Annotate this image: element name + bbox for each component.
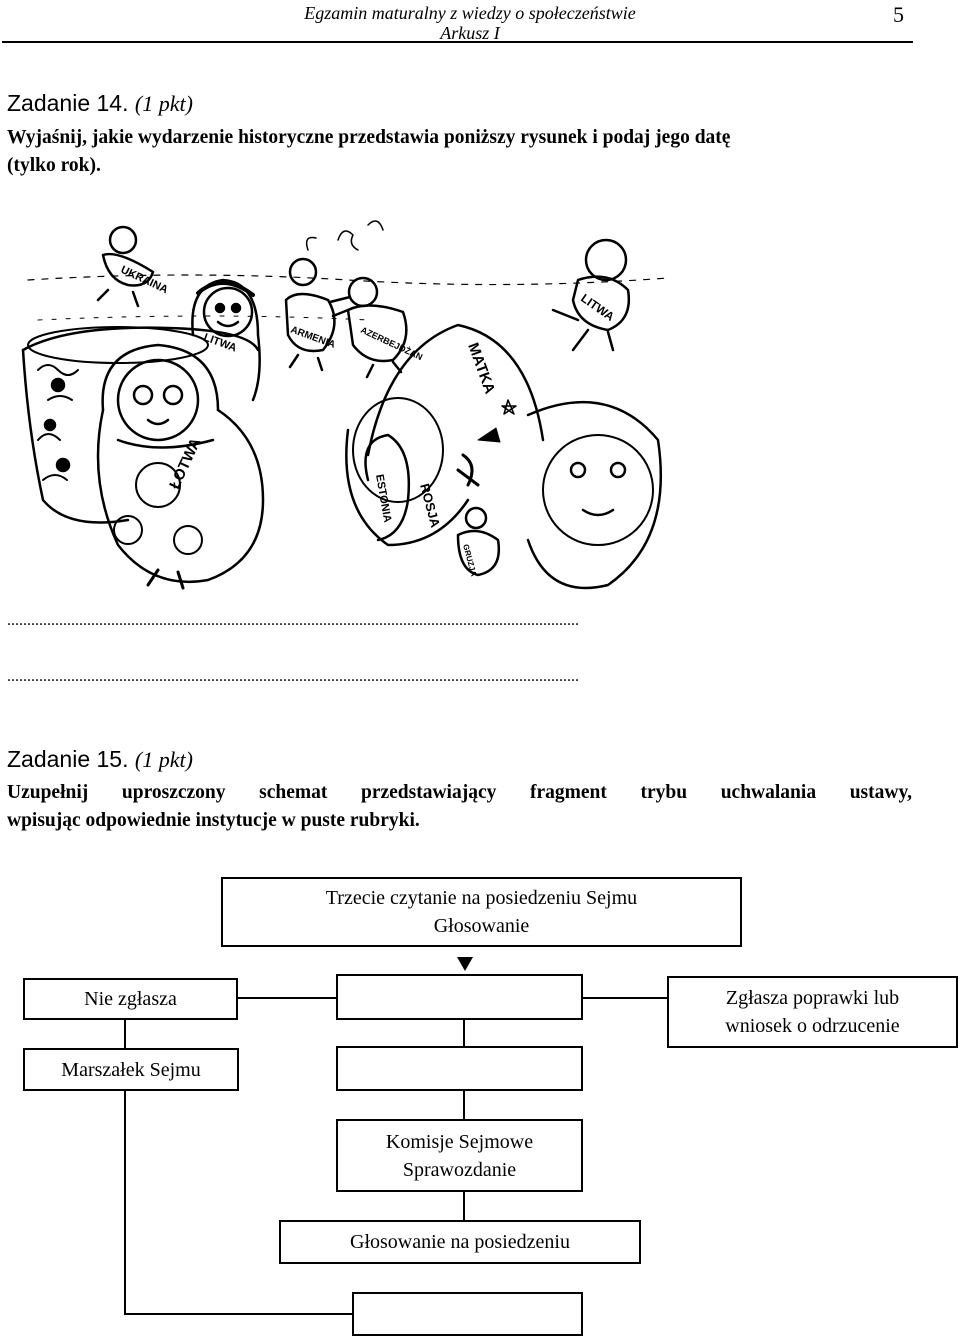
box-marszalek-text: Marszałek Sejmu [61,1058,201,1081]
empty-answer-box-1[interactable] [336,974,583,1020]
header-title: Egzamin maturalny z wiedzy o społeczeńst… [304,3,636,23]
label-estonia: ESTONIA [373,473,393,523]
task15-instruction-line2: wpisując odpowiednie instytucje w puste … [7,810,420,831]
label-lotwa: ŁOTWA [166,435,204,491]
box-nie-zglasza-text: Nie zgłasza [84,988,177,1010]
line-empty-to-zglasza [581,997,669,999]
box-nie-zglasza: Nie zgłasza [23,978,238,1020]
header-rule [2,41,913,43]
header-subtitle: Arkusz I [440,23,500,43]
empty-answer-box-3[interactable] [352,1292,583,1336]
label-ukraina-small: UKRAINA [119,264,170,296]
box-marszalek-sejmu: Marszałek Sejmu [23,1048,239,1091]
empty-answer-box-2[interactable] [336,1046,583,1091]
task15-title: Zadanie 15. (1 pkt) [7,746,193,773]
box-zglasza-line1: Zgłasza poprawki lub [725,987,900,1009]
box-zglasza-line2: wniosek o odrzucenie [725,1015,900,1037]
box-glosowanie-text: Głosowanie na posiedzeniu [350,1231,570,1253]
line-to-bottom-empty [124,1313,354,1315]
box-third-reading-line2: Głosowanie [433,915,530,937]
box-third-reading-line1: Trzecie czytanie na posiedzeniu Sejmu [325,887,638,909]
task14-title-text: Zadanie 14. [7,90,129,116]
arrow-down-icon [457,957,473,971]
task14-instruction-line1: Wyjaśnij, jakie wydarzenie historyczne p… [7,127,731,148]
task14-points: (1 pkt) [134,91,193,116]
task14-title: Zadanie 14. (1 pkt) [7,90,193,117]
line-nie-zglasza-to-empty [236,997,338,999]
task14-answer-line1[interactable]: ........................................… [7,612,579,629]
line-nie-zglasza-to-marszalek [124,1018,126,1050]
box-komisje-sejmowe: Komisje Sejmowe Sprawozdanie [336,1119,583,1192]
label-matka: MATKA [464,341,498,397]
line-marszalek-down [124,1089,126,1315]
task15-points: (1 pkt) [134,747,193,772]
line-empty1-to-empty2 [463,1018,465,1048]
task14-instruction-line2: (tylko rok). [7,155,101,176]
label-rosja: ROSJA [417,482,443,530]
matryoshka-cartoon: UKRAINA LITWA ARMENIA AZERBEJDŻAN LITWA … [21,220,669,590]
box-komisje-line1: Komisje Sejmowe [385,1130,534,1153]
label-gruzja: GRUZJA [461,543,478,577]
page-number: 5 [893,2,904,27]
task15-instruction-line1: Uzupełnij uproszczony schemat przedstawi… [7,782,912,803]
box-komisje-line2: Sprawozdanie [402,1158,517,1181]
label-azerbejdzan: AZERBEJDŻAN [359,325,424,362]
line-empty2-to-komisje [463,1089,465,1121]
box-third-reading: Trzecie czytanie na posiedzeniu Sejmu Gł… [221,877,742,947]
task14-answer-line2[interactable]: ........................................… [7,668,579,685]
box-glosowanie-na-posiedzeniu: Głosowanie na posiedzeniu [279,1220,641,1264]
box-zglasza-poprawki: Zgłasza poprawki lub wniosek o odrzuceni… [667,976,958,1048]
line-komisje-to-glosowanie [463,1190,465,1222]
task15-title-text: Zadanie 15. [7,746,129,772]
